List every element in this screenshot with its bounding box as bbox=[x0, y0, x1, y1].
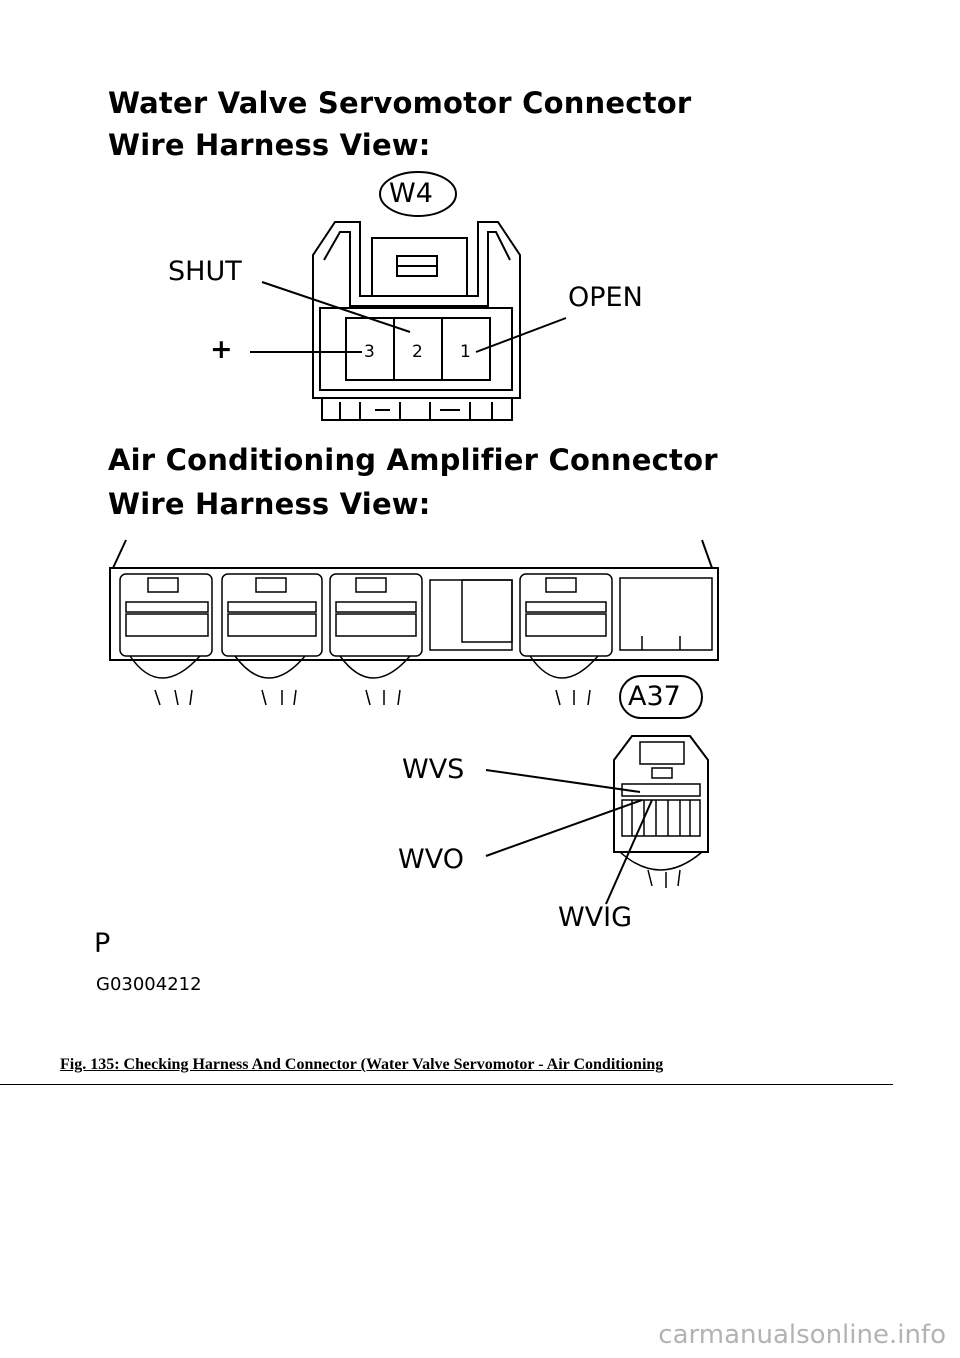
w4-pin-1: 1 bbox=[460, 342, 471, 362]
a37-connector-heading: Air Conditioning Amplifier Connector bbox=[108, 443, 718, 477]
wvo-leader bbox=[485, 799, 643, 857]
figure-id: G03004212 bbox=[96, 974, 202, 995]
a37-housing-outline bbox=[613, 735, 709, 853]
figure-caption[interactable]: Fig. 135: Checking Harness And Connector… bbox=[60, 1056, 664, 1073]
wvig-label: WVIG bbox=[558, 902, 633, 933]
ac-amplifier-drawing bbox=[109, 539, 719, 719]
w4-housing-outline bbox=[312, 221, 521, 399]
wvig-leader bbox=[605, 799, 653, 905]
w4-view-heading: Wire Harness View: bbox=[108, 128, 431, 162]
caption-rule bbox=[0, 1084, 893, 1085]
w4-code-oval bbox=[379, 171, 457, 217]
w4-pin-2: 2 bbox=[412, 342, 423, 362]
shut-label: SHUT bbox=[168, 256, 242, 287]
a37-view-heading: Wire Harness View: bbox=[108, 487, 431, 521]
open-leader bbox=[475, 317, 567, 353]
open-label: OPEN bbox=[568, 282, 643, 313]
w4-connector-heading: Water Valve Servomotor Connector bbox=[108, 86, 692, 120]
p-letter: P bbox=[94, 928, 111, 959]
wvs-leader bbox=[485, 769, 641, 793]
a37-code: A37 bbox=[628, 681, 681, 712]
shut-leader bbox=[261, 281, 411, 333]
w4-pin-3: 3 bbox=[364, 342, 375, 362]
w4-connector-drawing bbox=[250, 171, 567, 421]
watermark: carmanualsonline.info bbox=[658, 1320, 946, 1350]
wvo-label: WVO bbox=[398, 844, 464, 875]
wvs-label: WVS bbox=[402, 754, 465, 785]
w4-code: W4 bbox=[389, 178, 433, 209]
plus-label: + bbox=[210, 334, 233, 365]
w4-pin-1-cavity bbox=[441, 317, 491, 381]
a37-connector-drawing bbox=[485, 735, 709, 905]
a37-code-box bbox=[619, 675, 703, 719]
